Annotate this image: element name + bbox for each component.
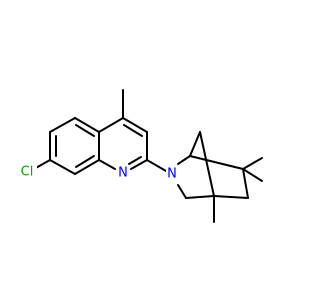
bond — [98, 159, 116, 170]
molecule-structure-diagram: Cl N N — [18, 89, 263, 223]
bond — [49, 117, 76, 133]
bond — [146, 159, 167, 172]
bond — [75, 155, 95, 168]
bond-layer — [33, 89, 263, 223]
chlorine-atom-label: Cl — [21, 165, 34, 180]
bond — [74, 159, 100, 175]
bond — [185, 195, 215, 199]
bond — [242, 168, 249, 199]
bond — [189, 155, 244, 170]
bond — [242, 168, 263, 182]
bond — [189, 131, 201, 157]
bond — [75, 124, 95, 137]
bond — [177, 155, 191, 165]
atom-labels: Cl N N — [18, 164, 178, 182]
bond — [213, 195, 249, 199]
bond — [98, 117, 124, 133]
bond — [123, 124, 143, 137]
bond — [49, 159, 76, 175]
bond — [130, 159, 148, 170]
bond — [122, 117, 148, 133]
bond — [177, 184, 187, 199]
quinoline-nitrogen-label: N — [118, 166, 128, 181]
bond — [199, 131, 215, 197]
bond — [74, 117, 100, 133]
bond — [242, 157, 263, 170]
bicyclic-nitrogen-label: N — [167, 167, 177, 182]
bond — [128, 156, 142, 165]
